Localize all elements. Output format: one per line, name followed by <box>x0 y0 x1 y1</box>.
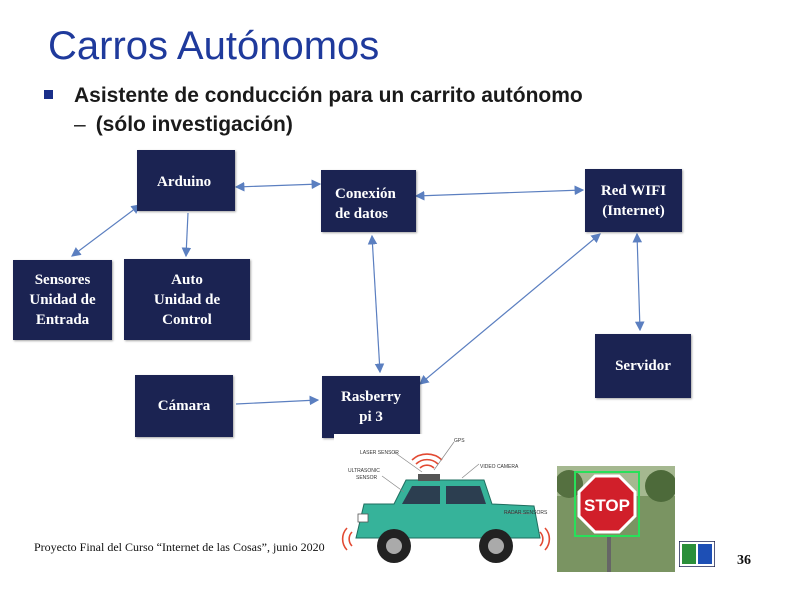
sub-bullet-text: (sólo investigación) <box>95 113 293 136</box>
footer-text: Proyecto Final del Curso “Internet de la… <box>34 540 325 554</box>
label-ultrasonic: ULTRASONIC <box>348 468 380 474</box>
dash-bullet: – <box>74 113 86 136</box>
box-red-wifi: Red WIFI (Internet) <box>585 169 682 232</box>
box-arduino: Arduino <box>137 150 235 211</box>
box-rasberry: Rasberry pi 3 <box>322 376 420 438</box>
arrow-arduino-conexion <box>234 179 322 192</box>
label-video: VIDEO CAMERA <box>480 464 519 470</box>
box-camara: Cámara <box>135 375 233 437</box>
label-ultrasonic-2: SENSOR <box>356 475 378 481</box>
page-number: 36 <box>737 553 751 568</box>
box-servidor: Servidor <box>595 334 691 398</box>
label-laser: LASER SENSOR <box>360 450 399 456</box>
arrow-arduino-auto <box>181 212 192 258</box>
logo-icon <box>679 541 715 567</box>
arrow-red-servidor <box>632 232 645 332</box>
arrow-rasberry-red <box>419 233 601 385</box>
stop-sign-text: STOP <box>584 496 630 515</box>
slide-title: Carros Autónomos <box>48 24 380 68</box>
arrow-conexion-red <box>414 185 585 201</box>
square-bullet-icon <box>44 90 53 99</box>
label-gps: GPS <box>454 438 465 444</box>
arrow-camara-rasberry <box>235 395 320 406</box>
stop-sign-image: STOP <box>557 466 675 572</box>
stop-sign-photo: STOP <box>557 466 675 572</box>
box-auto: Auto Unidad de Control <box>124 259 250 340</box>
arrow-conexion-rasberry <box>367 234 385 374</box>
autonomous-car-illustration: GPS LASER SENSOR VIDEO CAMERA ULTRASONIC… <box>334 434 554 574</box>
box-sensores: Sensores Unidad de Entrada <box>13 260 112 340</box>
bullet-text: Asistente de conducción para un carrito … <box>74 84 583 107</box>
box-conexion-datos: Conexión de datos <box>321 170 416 232</box>
arrow-arduino-sensores <box>71 204 141 257</box>
sub-bullet-item: –(sólo investigación) <box>74 113 293 137</box>
label-radar: RADAR SENSORS <box>504 510 548 516</box>
